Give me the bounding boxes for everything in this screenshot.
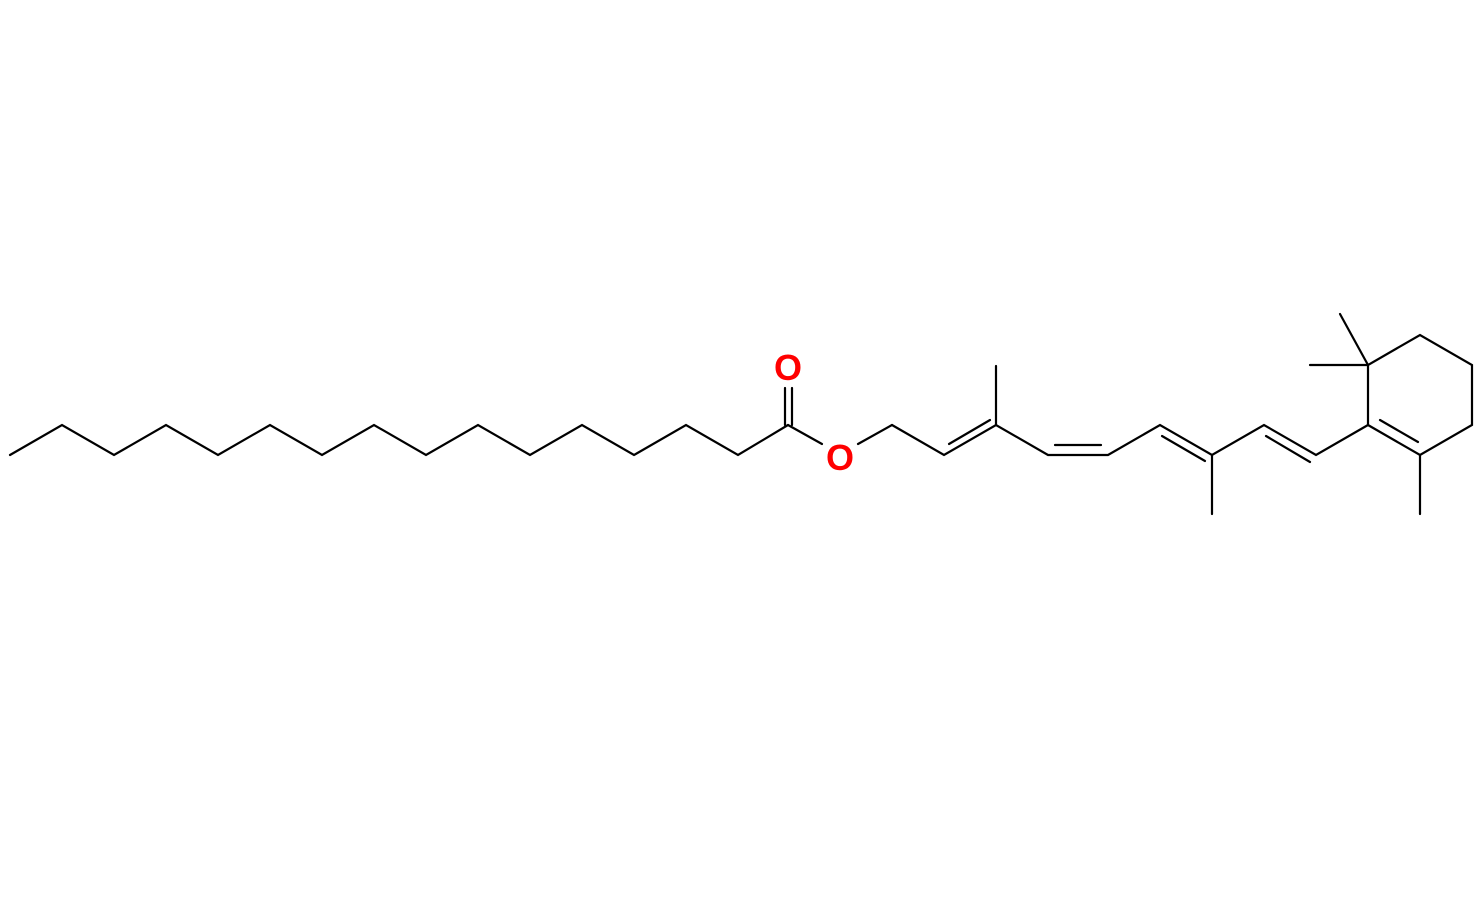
alkyl-chain-bonds [8, 423, 790, 457]
ester-bond [786, 423, 824, 446]
ring-double-bond-inner [1378, 418, 1420, 444]
palmitoyl-chain [8, 423, 790, 457]
gem-methyl-1 [1338, 312, 1370, 367]
ester-bond-2 [856, 423, 894, 446]
double-bond-inner-1 [947, 418, 992, 446]
carbonyl-oxygen-label: O [774, 347, 802, 388]
polyene-chain [890, 364, 1370, 516]
ester-group: O O [774, 347, 894, 478]
polyene-backbone [890, 423, 1370, 457]
ring-bonds [1366, 333, 1474, 457]
double-bond-inner-4 [1264, 434, 1312, 464]
cyclohexene-ring [1308, 312, 1474, 516]
ester-oxygen-label: O [826, 437, 854, 478]
double-bond-inner-3 [1160, 434, 1207, 463]
